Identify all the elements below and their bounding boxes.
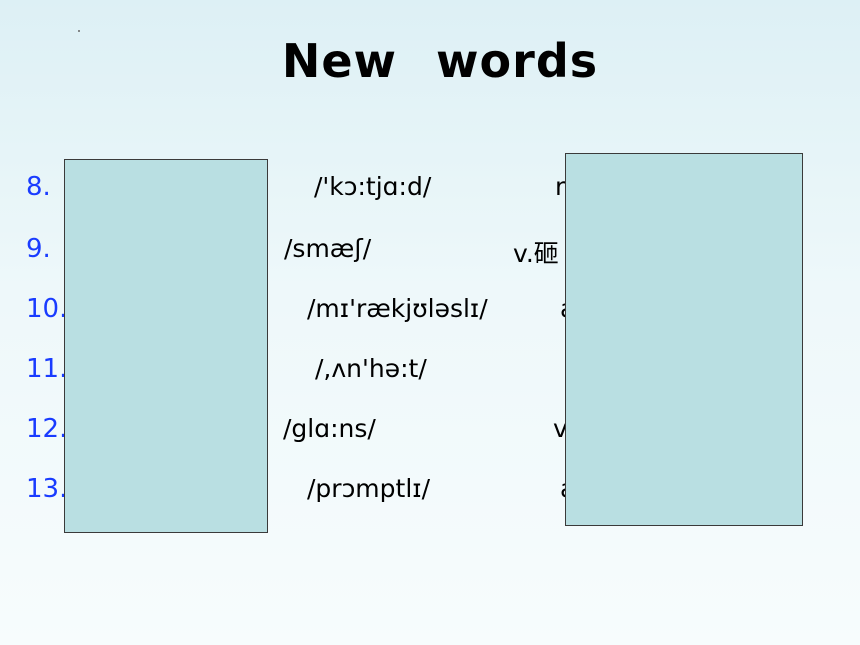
word-number: 11. [26, 354, 68, 384]
part-of-speech: v.砸 [513, 239, 559, 268]
phonetic-transcription: /glɑ:ns/ [283, 414, 376, 443]
word-number: 9. [26, 234, 51, 264]
phonetic-transcription: /prɔmptlɪ/ [307, 474, 430, 503]
phonetic-transcription: /mɪ'rækjʊləslɪ/ [307, 294, 488, 323]
slide-title: New words [281, 34, 599, 88]
word-number: 10. [26, 294, 68, 324]
phonetic-transcription: /'kɔ:tjɑ:d/ [314, 172, 432, 201]
word-number: 13. [26, 474, 68, 504]
meaning-cover-box[interactable] [565, 153, 803, 526]
phonetic-transcription: /,ʌn'hə:t/ [315, 354, 427, 383]
word-cover-box[interactable] [64, 159, 268, 533]
word-number: 12. [26, 414, 68, 444]
stray-dot [78, 30, 80, 32]
phonetic-transcription: /smæʃ/ [284, 234, 372, 263]
part-of-speech: v [553, 414, 568, 443]
word-number: 8. [26, 172, 51, 202]
